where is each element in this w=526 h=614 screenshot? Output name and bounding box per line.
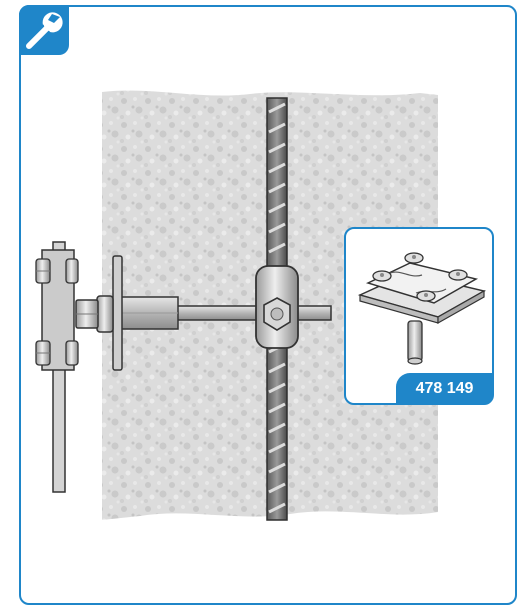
strip-bolts — [35, 258, 79, 366]
cross-connector-illustration — [357, 252, 487, 365]
cross-clamp — [255, 265, 299, 349]
hex-nut — [75, 295, 114, 333]
diagram-frame — [19, 5, 517, 605]
wrench-icon — [26, 12, 63, 49]
tool-badge — [19, 5, 69, 55]
part-number-label: 478 149 — [396, 373, 493, 404]
